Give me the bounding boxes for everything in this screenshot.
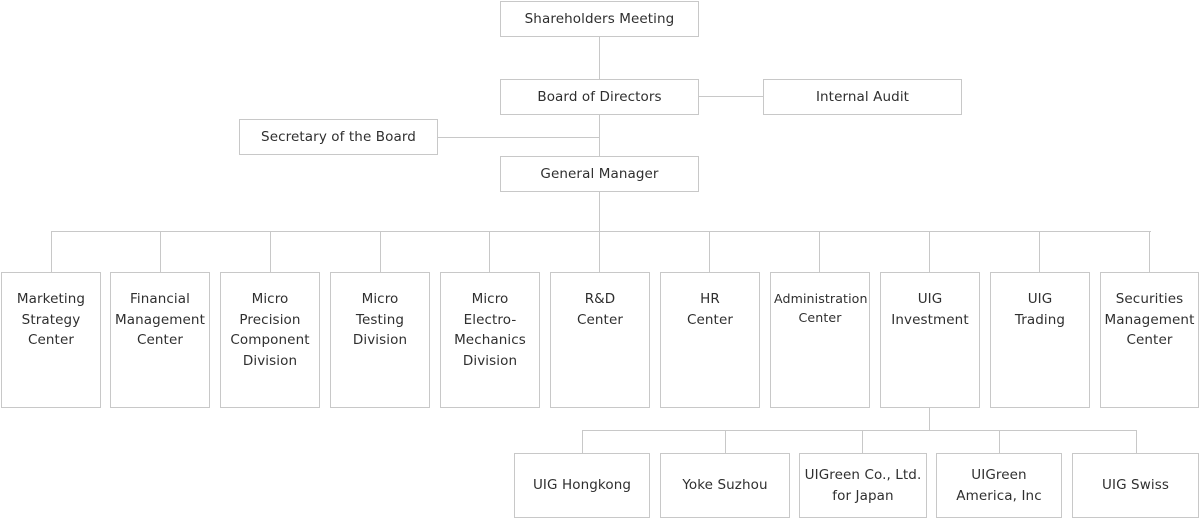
connector-drop-uigreen-america	[999, 430, 1000, 453]
connector-drop-uigreen-japan	[862, 430, 863, 453]
node-yoke-suzhou[interactable]: Yoke Suzhou	[660, 453, 790, 518]
node-shareholders-meeting[interactable]: Shareholders Meeting	[500, 1, 699, 37]
connector-drop-yoke-suzhou	[725, 430, 726, 453]
node-label: Micro Precision Component Division	[230, 291, 310, 369]
connector-level4-bus	[51, 231, 1151, 232]
connector-drop-uig-trading	[1039, 231, 1040, 272]
connector-drop-rd-center	[599, 231, 600, 272]
connector-drop-hr-center	[709, 231, 710, 272]
connector-drop-micro-electro-mechanics-division	[489, 231, 490, 272]
node-board-of-directors[interactable]: Board of Directors	[500, 79, 699, 115]
node-label: Micro Testing Division	[352, 291, 408, 349]
connector-board-to-internal-audit	[699, 96, 763, 97]
node-uig-trading[interactable]: UIG Trading	[990, 272, 1090, 408]
connector-shareholders-to-board	[599, 37, 600, 79]
node-uig-swiss[interactable]: UIG Swiss	[1072, 453, 1199, 518]
connector-drop-financial-management-center	[160, 231, 161, 272]
node-label: UIG Hongkong	[532, 477, 632, 494]
node-financial-management-center[interactable]: Financial Management Center	[110, 272, 210, 408]
node-label: Micro Electro- Mechanics Division	[454, 291, 526, 369]
node-label: Board of Directors	[537, 88, 662, 105]
node-label: Marketing Strategy Center	[16, 291, 86, 349]
node-uig-hongkong[interactable]: UIG Hongkong	[514, 453, 650, 518]
connector-drop-marketing-strategy-center	[51, 231, 52, 272]
node-label: Shareholders Meeting	[524, 10, 675, 27]
node-micro-precision-component-division[interactable]: Micro Precision Component Division	[220, 272, 320, 408]
node-label: Internal Audit	[815, 88, 910, 105]
connector-drop-securities-management-center	[1149, 231, 1150, 272]
node-label: UIGreen America, Inc	[956, 466, 1042, 504]
node-secretary-of-the-board[interactable]: Secretary of the Board	[239, 119, 438, 155]
connector-drop-administration-center	[819, 231, 820, 272]
node-uigreen-america[interactable]: UIGreen America, Inc	[936, 453, 1062, 518]
connector-drop-micro-precision-component-division	[270, 231, 271, 272]
node-label: Financial Management Center	[115, 291, 205, 349]
node-label: UIG Swiss	[1102, 477, 1169, 494]
node-label: Secretary of the Board	[261, 128, 416, 145]
node-label: UIGreen Co., Ltd. for Japan	[804, 466, 922, 504]
node-general-manager[interactable]: General Manager	[500, 156, 699, 192]
node-label: UIG Investment	[891, 291, 969, 328]
node-label: General Manager	[540, 165, 659, 182]
connector-secretary-to-trunk	[438, 137, 599, 138]
connector-uig-investment-to-sub-bus	[929, 408, 930, 430]
connector-board-to-general-manager	[599, 115, 600, 156]
node-label: Yoke Suzhou	[682, 477, 768, 494]
node-hr-center[interactable]: HR Center	[660, 272, 760, 408]
node-label: UIG Trading	[1014, 291, 1066, 328]
node-label: HR Center	[686, 291, 734, 328]
node-label: R&D Center	[576, 291, 624, 328]
node-label: Administration Center	[774, 291, 868, 326]
node-rd-center[interactable]: R&D Center	[550, 272, 650, 408]
node-marketing-strategy-center[interactable]: Marketing Strategy Center	[1, 272, 101, 408]
node-securities-management-center[interactable]: Securities Management Center	[1100, 272, 1199, 408]
connector-level5-bus	[582, 430, 1137, 431]
node-internal-audit[interactable]: Internal Audit	[763, 79, 962, 115]
connector-drop-micro-testing-division	[380, 231, 381, 272]
node-administration-center[interactable]: Administration Center	[770, 272, 870, 408]
node-micro-electro-mechanics-division[interactable]: Micro Electro- Mechanics Division	[440, 272, 540, 408]
node-label: Securities Management Center	[1104, 291, 1195, 349]
connector-drop-uig-investment	[929, 231, 930, 272]
connector-drop-uig-hongkong	[582, 430, 583, 453]
node-micro-testing-division[interactable]: Micro Testing Division	[330, 272, 430, 408]
node-uigreen-japan[interactable]: UIGreen Co., Ltd. for Japan	[799, 453, 927, 518]
node-uig-investment[interactable]: UIG Investment	[880, 272, 980, 408]
connector-drop-uig-swiss	[1136, 430, 1137, 453]
connector-general-manager-to-bus	[599, 192, 600, 231]
